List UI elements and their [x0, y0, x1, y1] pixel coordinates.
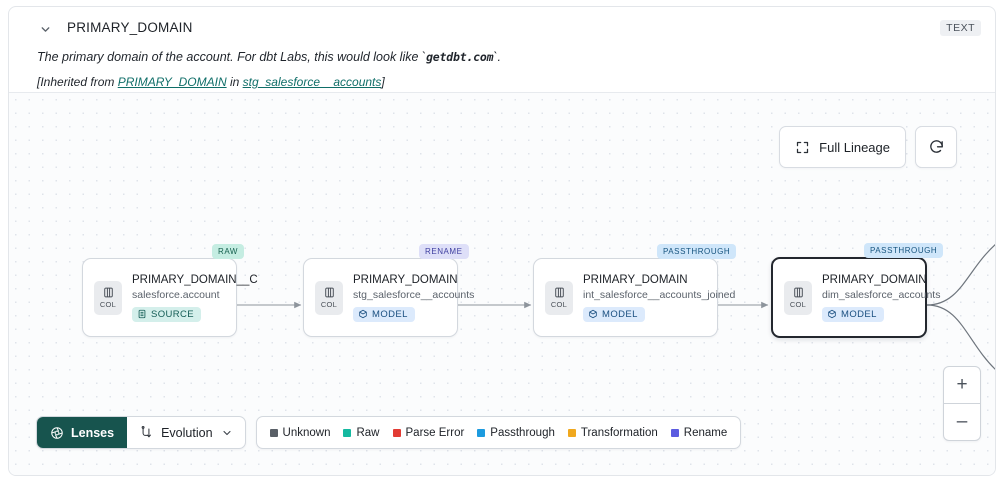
node-tag-raw: RAW: [212, 244, 245, 259]
legend-swatch: [269, 428, 278, 437]
legend-item: Passthrough: [477, 427, 555, 439]
node-tag-passthrough-selected: PASSTHROUGH: [864, 243, 944, 258]
legend-item: Parse Error: [392, 426, 465, 439]
node-kind-label: MODEL: [841, 308, 877, 320]
column-icon-label: COL: [550, 300, 568, 309]
lenses-label: Lenses: [71, 425, 115, 440]
legend-swatch: [343, 428, 352, 437]
node-kind-badge: MODEL: [353, 306, 415, 322]
chevron-down-icon[interactable]: [37, 21, 53, 37]
lenses-button[interactable]: Lenses: [37, 417, 128, 448]
node-column-name: PRIMARY_DOMAIN__C: [132, 273, 258, 286]
type-badge: TEXT: [940, 20, 981, 36]
inherited-model-link[interactable]: stg_salesforce__accounts: [242, 75, 382, 89]
legend-swatch: [392, 428, 401, 437]
lenses-group: Lenses Evolution: [36, 416, 246, 449]
bottom-controls: Lenses Evolution: [36, 416, 742, 449]
node-body: PRIMARY_DOMAIN stg_salesforce__accounts …: [353, 274, 474, 322]
column-icon-label: COL: [789, 300, 807, 309]
inherited-from-note: [Inherited from PRIMARY_DOMAIN in stg_sa…: [37, 75, 385, 89]
node-body: PRIMARY_DOMAIN int_salesforce__accounts_…: [583, 274, 735, 322]
cube-icon: [827, 309, 837, 319]
expand-icon: [795, 140, 810, 155]
aperture-icon: [50, 426, 64, 440]
description-text: The primary domain of the account. For d…: [37, 50, 427, 64]
cube-icon: [358, 309, 368, 319]
legend-label: Transformation: [580, 426, 658, 439]
node-table-name: stg_salesforce__accounts: [353, 288, 475, 301]
description-code: getdbt.com: [426, 50, 494, 64]
column-detail-card: PRIMARY_DOMAIN TEXT The primary domain o…: [8, 6, 996, 476]
column-icon: [792, 286, 805, 299]
refresh-button[interactable]: [915, 126, 957, 168]
legend-label: Passthrough: [490, 426, 555, 439]
node-column-name: PRIMARY_DOMAIN: [583, 273, 688, 286]
column-icon: [102, 286, 115, 299]
inherited-suffix: ]: [381, 75, 385, 89]
canvas-toolbar: Full Lineage: [779, 126, 957, 168]
column-description: The primary domain of the account. For d…: [37, 49, 937, 66]
inherited-mid: in: [226, 75, 243, 89]
node-kind-badge: MODEL: [583, 306, 645, 322]
chevron-down-icon: [221, 427, 233, 439]
lineage-node-stg-salesforce-accounts[interactable]: COL PRIMARY_DOMAIN stg_salesforce__accou…: [303, 258, 474, 337]
lineage-legend: Unknown Raw Parse Error Passthrough Tran…: [255, 416, 742, 449]
node-tag-passthrough: PASSTHROUGH: [657, 244, 737, 259]
inherited-prefix: [Inherited from: [37, 75, 118, 89]
legend-swatch: [477, 428, 486, 437]
lineage-node-int-salesforce-accounts-joined[interactable]: COL PRIMARY_DOMAIN int_salesforce__accou…: [533, 258, 735, 337]
column-icon-box: COL: [545, 280, 573, 315]
node-tag-rename: RENAME: [419, 244, 469, 259]
column-icon-label: COL: [99, 300, 117, 309]
refresh-icon: [928, 139, 945, 156]
node-table-name: dim_salesforce_accounts: [822, 288, 941, 301]
legend-swatch: [670, 428, 679, 437]
legend-item: Transformation: [567, 426, 658, 439]
legend-label: Raw: [356, 426, 380, 439]
evolution-label: Evolution: [161, 425, 213, 440]
node-body: PRIMARY_DOMAIN dim_salesforce_accounts M…: [822, 274, 940, 322]
column-icon-label: COL: [320, 300, 338, 309]
full-lineage-button[interactable]: Full Lineage: [779, 126, 906, 168]
inherited-column-link[interactable]: PRIMARY_DOMAIN: [117, 75, 227, 89]
node-column-name: PRIMARY_DOMAIN: [353, 273, 458, 286]
node-table-name: salesforce.account: [132, 288, 220, 301]
page-title: PRIMARY_DOMAIN: [67, 20, 193, 35]
column-icon-box: COL: [94, 280, 122, 315]
card-header: PRIMARY_DOMAIN TEXT The primary domain o…: [9, 7, 995, 91]
node-kind-badge: MODEL: [822, 306, 884, 322]
legend-label: Unknown: [282, 426, 331, 439]
column-icon: [323, 286, 336, 299]
node-column-name: PRIMARY_DOMAIN: [822, 273, 927, 286]
node-kind-label: MODEL: [602, 308, 638, 320]
lineage-node-salesforce-account[interactable]: COL PRIMARY_DOMAIN__C salesforce.account…: [82, 258, 258, 337]
lineage-edges: [237, 244, 995, 370]
node-kind-label: MODEL: [372, 308, 408, 320]
description-text-end: `.: [493, 50, 501, 64]
evolution-dropdown[interactable]: Evolution: [127, 417, 244, 448]
full-lineage-label: Full Lineage: [819, 139, 890, 155]
zoom-controls: + –: [943, 366, 981, 441]
node-table-name: int_salesforce__accounts_joined: [583, 288, 736, 301]
legend-item: Raw: [343, 426, 380, 439]
column-icon-box: COL: [315, 280, 343, 315]
lineage-canvas[interactable]: Full Lineage RAW COL: [9, 92, 995, 475]
column-icon: [553, 286, 566, 299]
zoom-in-button[interactable]: +: [944, 367, 980, 404]
flow-branch-icon: [139, 425, 153, 440]
node-kind-label: SOURCE: [151, 308, 195, 320]
database-icon: [137, 309, 147, 319]
node-kind-badge: SOURCE: [132, 306, 202, 322]
cube-icon: [588, 309, 598, 319]
lineage-node-dim-salesforce-accounts[interactable]: COL PRIMARY_DOMAIN dim_salesforce_accoun…: [771, 257, 940, 338]
legend-swatch: [567, 428, 576, 437]
legend-item: Rename: [670, 426, 728, 439]
column-icon-box: COL: [784, 280, 812, 315]
legend-label: Rename: [683, 426, 728, 439]
node-body: PRIMARY_DOMAIN__C salesforce.account SOU…: [132, 274, 258, 322]
legend-item: Unknown: [269, 426, 331, 439]
zoom-out-button[interactable]: –: [956, 411, 968, 432]
legend-label: Parse Error: [405, 426, 465, 439]
